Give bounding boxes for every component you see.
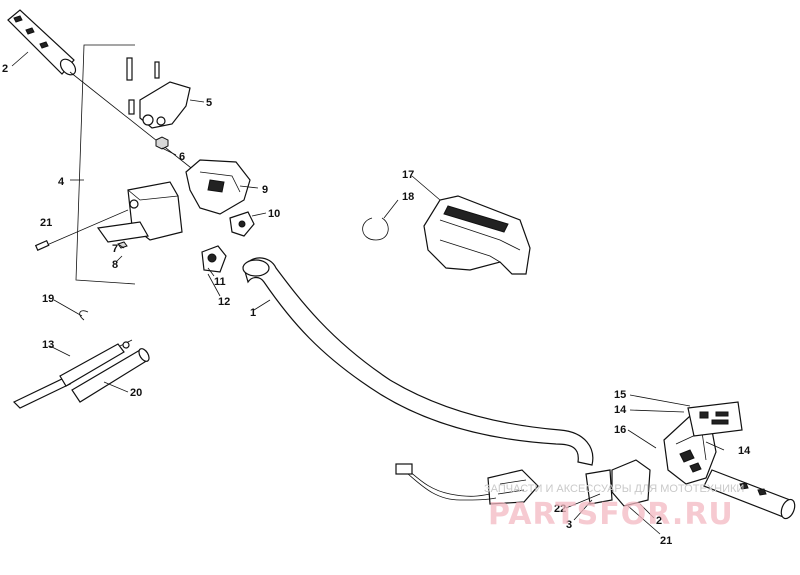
callout-14-right: 14 [738, 445, 751, 457]
callout-22: 22 [554, 503, 566, 515]
sleeve-20 [71, 348, 150, 403]
group-bracket-4 [75, 44, 136, 285]
right-grip [703, 469, 796, 520]
callout-11: 11 [214, 276, 226, 288]
callout-2-top: 2 [2, 63, 8, 75]
callout-10: 10 [268, 208, 280, 220]
callout-4: 4 [58, 176, 65, 188]
callout-20: 20 [130, 387, 142, 399]
throttle-lever [139, 81, 191, 129]
callout-15: 15 [614, 389, 626, 401]
watermark-caption: ЗАПЧАСТИ И АКСЕССУАРЫ ДЛЯ МОТОТЕХНИКИ [484, 483, 744, 495]
callout-1: 1 [250, 307, 256, 319]
callout-6: 6 [179, 151, 185, 163]
clip-19 [79, 310, 89, 321]
watermark-brand: PARTSFOR.RU [488, 497, 734, 532]
callout-13: 13 [42, 339, 54, 351]
leader-lines [11, 51, 725, 535]
pins [126, 57, 160, 115]
callout-3: 3 [566, 519, 572, 531]
callout-16: 16 [614, 424, 626, 436]
right-clamp [585, 459, 651, 507]
callout-17: 17 [402, 169, 414, 181]
handguard [423, 195, 531, 275]
callout-8: 8 [112, 259, 118, 271]
nut-6 [155, 136, 169, 150]
callout-9: 9 [262, 184, 268, 196]
mount-plate [96, 221, 149, 243]
callout-21-left: 21 [40, 217, 52, 229]
ring-18 [362, 217, 389, 241]
callout-2-bottom: 2 [656, 515, 662, 527]
callout-7: 7 [112, 243, 118, 255]
callout-12: 12 [218, 296, 230, 308]
decal-plate [687, 401, 743, 437]
callout-5: 5 [206, 97, 212, 109]
callout-14-top: 14 [614, 404, 627, 416]
callout-21-bottom: 21 [660, 535, 672, 547]
screw-21-left [34, 209, 129, 251]
throttle-cable [12, 339, 133, 409]
grip-leader [69, 71, 201, 176]
left-grip [7, 9, 77, 76]
handlebar [243, 257, 594, 466]
callout-19: 19 [42, 293, 54, 305]
wire-harness [395, 463, 497, 501]
heater-pad [487, 469, 539, 505]
callout-18: 18 [402, 191, 414, 203]
